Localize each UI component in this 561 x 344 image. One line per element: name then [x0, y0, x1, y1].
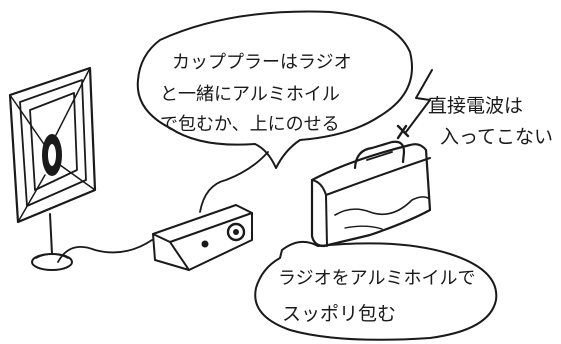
- bubble-top-line3: で包むか、上にのせる: [160, 114, 340, 135]
- note-right-line2: 入ってこない: [440, 126, 553, 148]
- coupler-wire: [199, 151, 269, 213]
- note-right: 直接電波は 入ってこない: [428, 95, 553, 148]
- antenna-cable: [57, 239, 153, 263]
- bubble-top-line2: と一緒にアルミホイル: [160, 84, 340, 105]
- bubble-top-line1: カッププラーはラジオ: [172, 52, 352, 73]
- speech-bubble-bottom: ラジオをアルミホイルで スッポリ包む: [254, 240, 498, 341]
- note-right-line1: 直接電波は: [428, 95, 523, 117]
- bubble-bottom-line1: ラジオをアルミホイルで: [278, 268, 475, 289]
- radio-icon: [310, 140, 432, 248]
- bubble-bottom-line2: スッポリ包む: [282, 303, 396, 325]
- loop-antenna-icon: [8, 66, 97, 271]
- speech-bubble-top: カッププラーはラジオ と一緒にアルミホイル で包むか、上にのせる: [136, 10, 413, 169]
- lightning-icon: [396, 69, 433, 140]
- coupler-box-icon: [152, 204, 253, 271]
